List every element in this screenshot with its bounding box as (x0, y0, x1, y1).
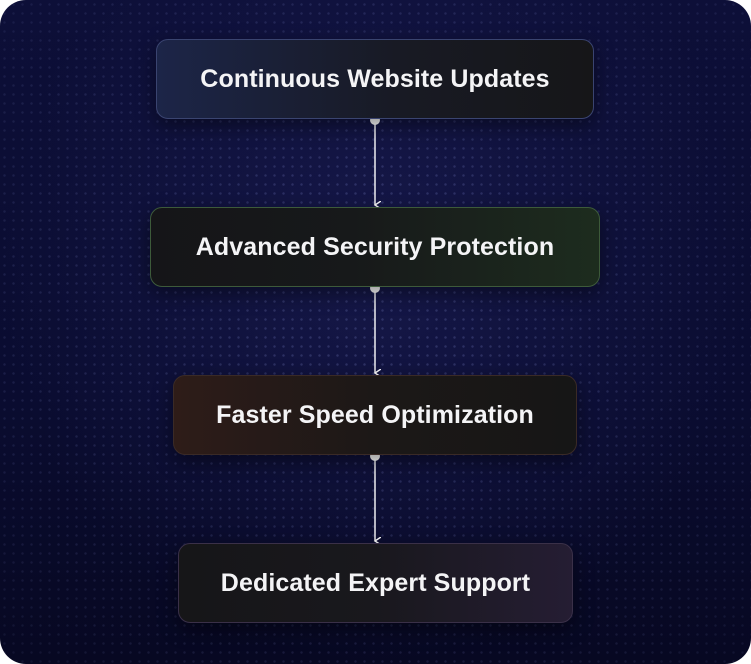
step-label: Faster Speed Optimization (216, 400, 534, 429)
step-faster-speed-optimization: Faster Speed Optimization (173, 375, 577, 455)
step-label: Advanced Security Protection (195, 232, 555, 261)
step-advanced-security-protection: Advanced Security Protection (150, 207, 600, 287)
step-dedicated-expert-support: Dedicated Expert Support (178, 543, 573, 623)
step-label: Dedicated Expert Support (220, 568, 531, 597)
step-label: Continuous Website Updates (200, 64, 550, 93)
step-continuous-website-updates: Continuous Website Updates (156, 39, 594, 119)
